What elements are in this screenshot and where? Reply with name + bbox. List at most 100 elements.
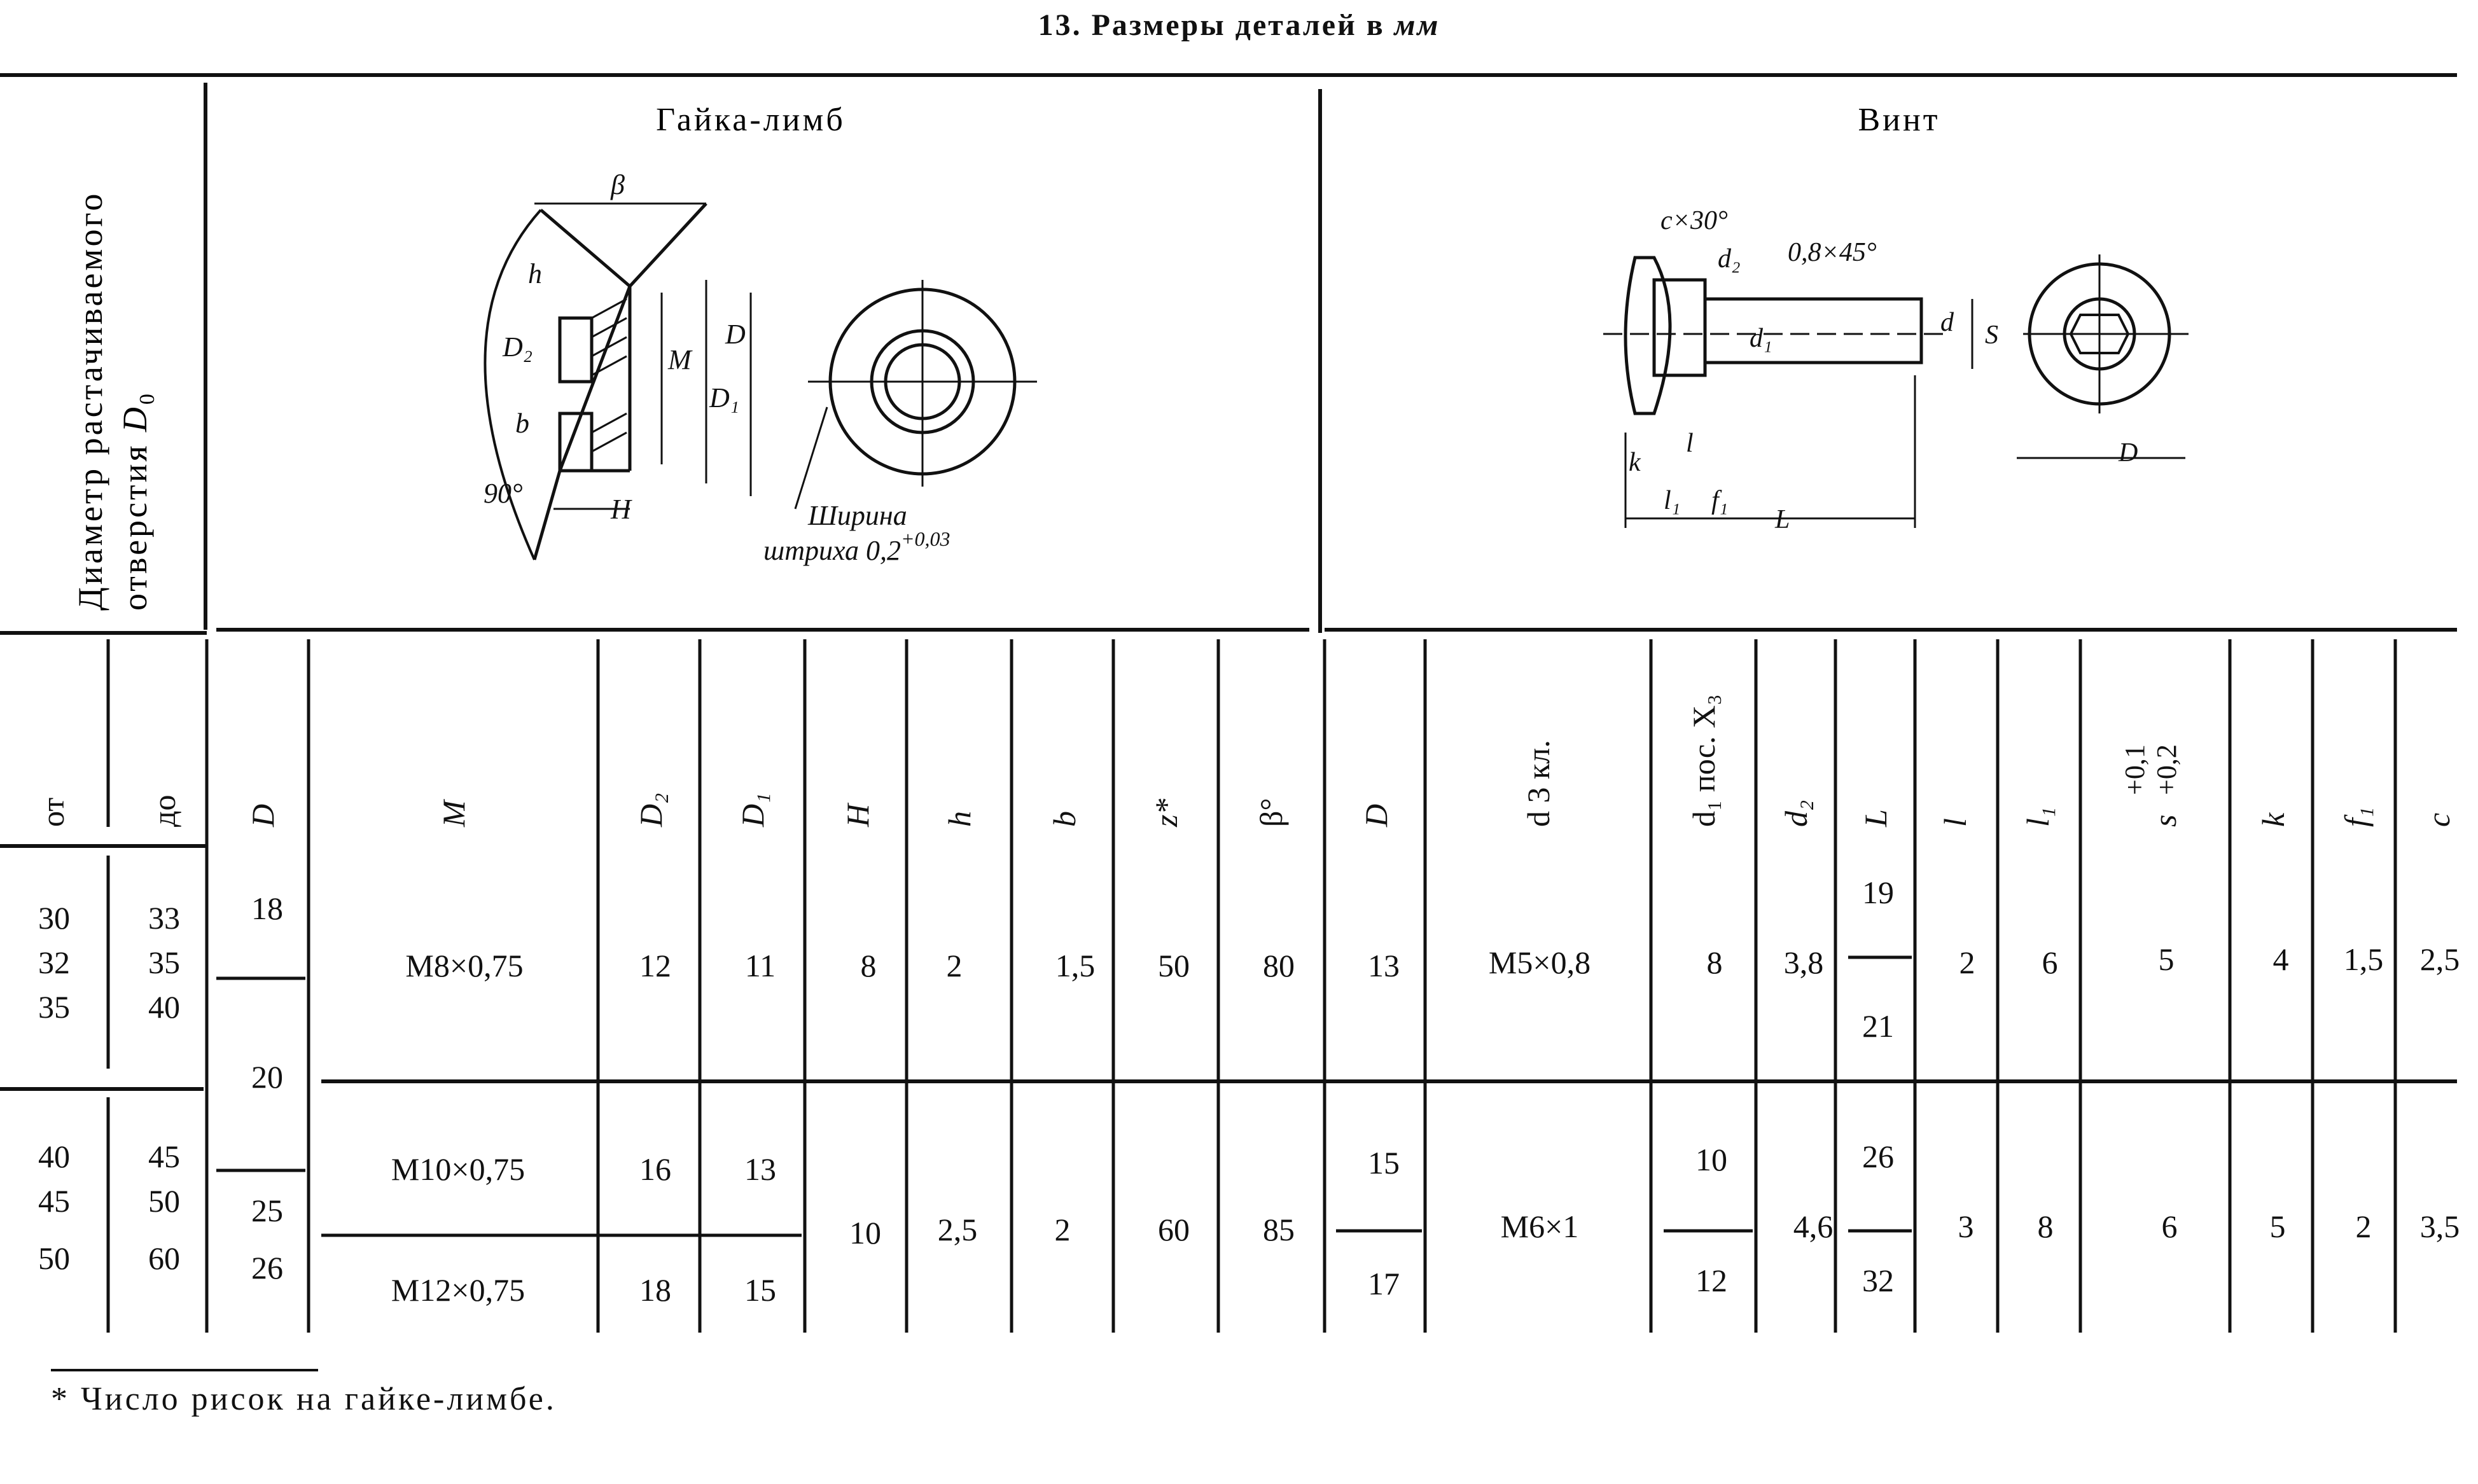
page-title: 13. Размеры деталей в мм [1038,8,1440,42]
nut-drawing-labels: β h D₂ b M D₁ D H 90° Ширина штриха 0,2+… [484,169,950,566]
col-do: до [146,795,182,827]
col-l1: l₁ [2020,807,2056,827]
col-M: M [436,799,471,828]
svg-text:35: 35 [38,989,70,1025]
svg-text:18: 18 [251,891,283,926]
svg-text:2: 2 [947,948,963,983]
col-z: z* [1148,799,1184,828]
svg-text:4: 4 [2273,941,2289,977]
svg-text:6: 6 [2042,945,2058,980]
svg-text:d₁: d₁ [1750,324,1772,353]
col-D: D [245,804,281,828]
svg-text:90°: 90° [484,478,523,509]
svg-text:5: 5 [2270,1209,2286,1244]
col-d1: d₁ пос. X₃ [1686,694,1722,827]
svg-text:D: D [725,319,746,350]
svg-text:40: 40 [38,1139,70,1174]
svg-text:8: 8 [1707,945,1723,980]
nut-section-header: Гайка-лимб [656,102,846,138]
svg-text:s: s [2147,815,2183,827]
svg-text:6: 6 [2162,1209,2178,1244]
svg-text:18: 18 [639,1272,671,1308]
svg-text:+0,2: +0,2 [2151,744,2182,795]
col-screw-D: D [1358,804,1394,828]
svg-text:M10×0,75: M10×0,75 [391,1151,525,1187]
svg-text:60: 60 [148,1240,180,1276]
svg-text:f₁: f₁ [1711,486,1728,515]
screw-drawing [1603,254,2189,528]
col-D2: D₂ [633,793,669,828]
svg-text:26: 26 [251,1250,283,1286]
footnote: * Число рисок на гайке-лимбе. [51,1381,557,1417]
col-b: b [1047,811,1082,827]
svg-text:30: 30 [38,900,70,936]
svg-text:Диаметр растачиваемого: Диаметр растачиваемого [71,191,109,611]
svg-text:D: D [2118,438,2138,468]
svg-text:60: 60 [1158,1212,1190,1247]
svg-text:13: 13 [744,1151,776,1187]
svg-text:3,5: 3,5 [2420,1209,2460,1244]
svg-text:17: 17 [1368,1266,1400,1301]
svg-text:h: h [528,258,542,289]
svg-text:12: 12 [1695,1263,1727,1298]
svg-text:8: 8 [861,948,877,983]
col-s: s +0,1 +0,2 [2119,744,2183,827]
svg-text:l₁: l₁ [1664,486,1680,515]
col-f1: f₁ [2338,807,2374,827]
col-l: l [1937,818,1973,827]
svg-text:c×30°: c×30° [1660,206,1728,235]
table-row: 30 32 35 33 35 40 18 20 M8×0,75 12 11 8 … [38,875,2460,1095]
svg-text:L: L [1774,505,1790,534]
col-beta: β° [1253,798,1289,827]
svg-text:3,8: 3,8 [1784,945,1824,980]
column-headers: от до D M D₂ D₁ H h b z* β° D d 3 кл. d₁… [35,694,2456,828]
col-d2: d₂ [1778,800,1814,827]
svg-text:D₂: D₂ [502,331,532,363]
svg-text:25: 25 [251,1193,283,1228]
svg-text:21: 21 [1862,1008,1894,1044]
svg-text:β: β [610,169,625,200]
svg-text:H: H [610,494,632,525]
col-k: k [2255,812,2291,827]
svg-text:d₂: d₂ [1718,244,1741,274]
svg-text:2: 2 [1959,945,1975,980]
svg-text:d: d [1940,308,1954,337]
svg-text:40: 40 [148,989,180,1025]
svg-text:M6×1: M6×1 [1501,1209,1579,1244]
svg-text:3: 3 [1958,1209,1974,1244]
svg-text:+0,1: +0,1 [2119,744,2150,795]
svg-text:50: 50 [148,1183,180,1219]
svg-text:M12×0,75: M12×0,75 [391,1272,525,1308]
col-L: L [1858,809,1893,828]
svg-text:1,5: 1,5 [2344,941,2384,977]
col-D1: D₁ [735,793,770,828]
svg-text:2: 2 [2356,1209,2372,1244]
svg-text:b: b [515,408,529,439]
svg-text:85: 85 [1263,1212,1295,1247]
col-d3: d 3 кл. [1521,740,1556,827]
svg-text:32: 32 [38,945,70,980]
svg-text:4,6: 4,6 [1793,1209,1834,1244]
svg-text:8: 8 [2038,1209,2054,1244]
col-h: h [942,811,977,827]
svg-text:11: 11 [745,948,776,983]
col-H: H [840,802,875,828]
svg-text:1,5: 1,5 [1055,948,1096,983]
svg-text:отверстия D0: отверстия D0 [116,391,159,611]
svg-text:l: l [1686,429,1694,458]
svg-text:26: 26 [1862,1139,1894,1174]
svg-text:M: M [667,344,693,375]
svg-text:80: 80 [1263,948,1295,983]
svg-text:12: 12 [639,948,671,983]
svg-text:0,8×45°: 0,8×45° [1788,238,1877,267]
svg-text:15: 15 [744,1272,776,1308]
bore-diameter-header: Диаметр растачиваемого отверстия D0 [71,191,159,611]
svg-text:45: 45 [38,1183,70,1219]
svg-text:k: k [1629,448,1641,477]
svg-text:10: 10 [849,1215,881,1251]
svg-text:19: 19 [1862,875,1894,910]
svg-text:15: 15 [1368,1145,1400,1181]
svg-text:13: 13 [1368,948,1400,983]
nut-drawing [484,202,1037,560]
